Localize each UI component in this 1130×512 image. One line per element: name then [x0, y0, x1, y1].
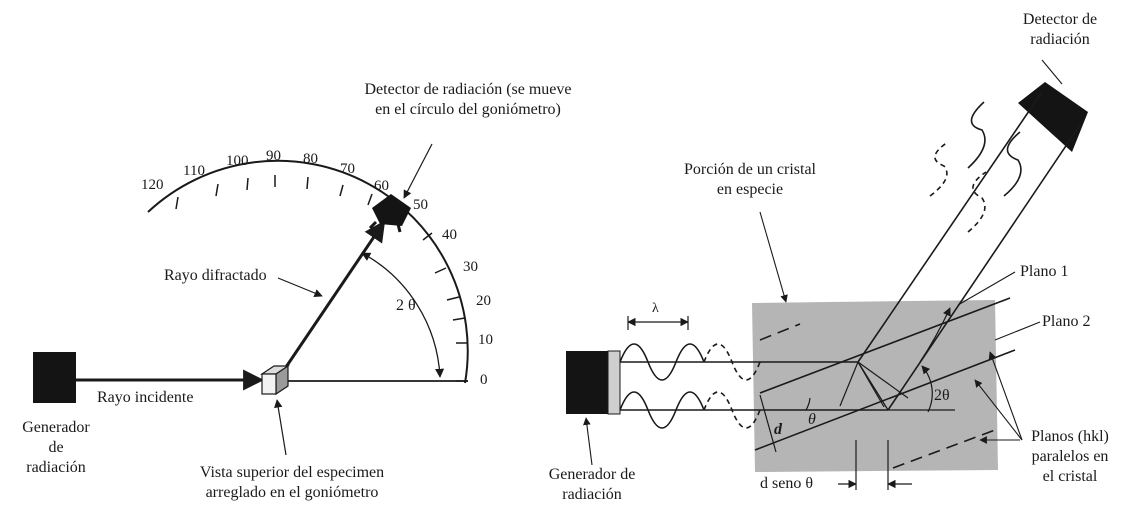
generator-right-line2: radiación — [562, 486, 622, 503]
crystal-leader — [759, 211, 788, 303]
planes-line2: paralelos en — [1031, 448, 1109, 465]
diffracted-ray — [282, 220, 386, 371]
crystal-planes — [754, 297, 1016, 469]
detector-label-line2: en el círculo del goniómetro) — [375, 101, 561, 118]
tick-100: 100 — [226, 153, 249, 169]
tick-90: 90 — [266, 148, 281, 164]
specimen-label: Vista superior del especimen arreglado e… — [162, 463, 422, 503]
two-theta-arc — [361, 252, 445, 378]
normal-right — [857, 361, 909, 399]
tick-60: 60 — [374, 178, 389, 194]
perpendicular-2 — [857, 361, 885, 408]
incident-ray-label: Rayo incidente — [97, 389, 194, 406]
planes-label: Planos (hkl) paralelos en el cristal — [1010, 427, 1130, 487]
plane1-leader — [957, 271, 1016, 306]
crystal-label: Porción de un cristal en especie — [650, 160, 850, 200]
normal-left — [839, 361, 859, 407]
diffracted-ray-leader — [277, 277, 323, 298]
two-theta-arc-right — [921, 365, 933, 413]
crystal-diagram — [566, 59, 1088, 490]
theta-label: θ — [808, 411, 816, 428]
detector-right-line1: Detector de — [1022, 11, 1098, 28]
radiation-generator-right — [566, 351, 613, 414]
radiation-generator-left — [33, 352, 76, 403]
diffracted-wave-1 — [967, 101, 986, 169]
detector-label-line1: Detector de radiación (se mueve — [364, 81, 572, 98]
planes-leader-2 — [974, 379, 1023, 441]
tick-10: 10 — [478, 332, 493, 348]
plane-1-label: Plano 1 — [1020, 263, 1069, 280]
incident-wave-upper — [619, 343, 705, 381]
plane2-leader — [994, 321, 1041, 341]
tick-20: 20 — [476, 293, 491, 309]
tick-0: 0 — [480, 372, 488, 388]
crystal-line2: en especie — [716, 181, 784, 198]
tick-80: 80 — [303, 151, 318, 167]
generator-left-line1: Generador — [22, 419, 90, 436]
diffracted-beam-upper — [857, 91, 1043, 363]
planes-line1: Planos (hkl) — [1031, 428, 1109, 445]
tick-110: 110 — [183, 163, 205, 179]
crystal-line1: Porción de un cristal — [684, 161, 816, 178]
specimen-line1: Vista superior del especimen — [199, 464, 385, 481]
detector-left — [368, 194, 411, 233]
tick-40: 40 — [442, 227, 457, 243]
d-spacing-line — [759, 394, 777, 453]
planes-line3: el cristal — [1042, 468, 1098, 485]
detector-label-right: Detector de radiación — [1000, 10, 1120, 50]
theta-arc — [805, 397, 811, 411]
tick-70: 70 — [340, 161, 355, 177]
wavelength-label: λ — [652, 301, 659, 316]
diffracted-beam-lower — [887, 124, 1081, 411]
detector-leader — [403, 143, 433, 199]
goniometer-diagram — [76, 143, 469, 456]
detector-right — [1018, 82, 1088, 152]
specimen-leader — [274, 399, 287, 456]
two-theta-right-label: 2θ — [934, 387, 950, 404]
tick-50: 50 — [413, 197, 428, 213]
planes-leader-1 — [988, 351, 1023, 441]
specimen — [260, 364, 290, 396]
d-sin-theta-label: d seno θ — [760, 475, 813, 492]
specimen-line2: arreglado en el goniómetro — [205, 484, 379, 501]
generator-label-right: Generador de radiación — [532, 465, 652, 505]
detector-right-line2: radiación — [1030, 31, 1090, 48]
detector-label-left: Detector de radiación (se mueve en el cí… — [323, 80, 613, 120]
tick-30: 30 — [463, 259, 478, 275]
generator-right-leader — [583, 417, 593, 466]
generator-left-line3: radiación — [26, 459, 86, 476]
generator-left-line2: de — [48, 439, 64, 456]
crystal-portion — [752, 300, 998, 472]
generator-label-left: Generador de radiación — [0, 418, 112, 478]
two-theta-label: 2 θ — [396, 297, 416, 314]
generator-right-line1: Generador de — [548, 466, 636, 483]
diffracted-ray-label: Rayo difractado — [164, 267, 267, 284]
diffracted-wave-2 — [1003, 131, 1022, 197]
plane-2-label: Plano 2 — [1042, 313, 1091, 330]
incident-wave-lower — [619, 391, 705, 429]
goniometer-circle — [147, 159, 469, 384]
tick-120: 120 — [141, 177, 164, 193]
d-label: d — [774, 421, 782, 438]
detector-right-leader — [1041, 59, 1063, 85]
